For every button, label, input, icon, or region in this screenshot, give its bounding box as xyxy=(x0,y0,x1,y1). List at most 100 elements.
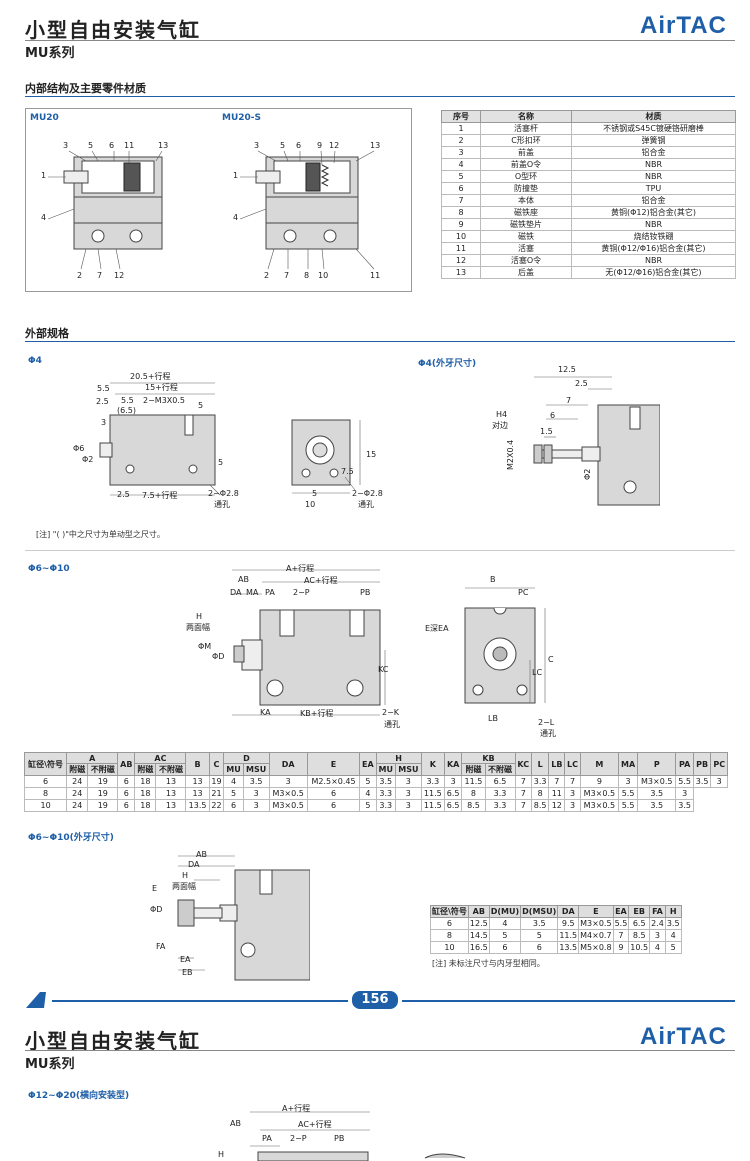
page-title: 小型自由安装气缸 xyxy=(25,18,201,42)
ext-header: EB xyxy=(628,905,651,918)
spec-subheader: MU xyxy=(375,763,396,776)
ext-cell: 10.5 xyxy=(628,941,651,954)
ext-cell: 16.5 xyxy=(467,941,490,954)
spec-header: E xyxy=(306,752,361,776)
materials-cell: 活塞O令 xyxy=(480,254,572,267)
balloon: 6 xyxy=(296,141,302,150)
dim-text: EA xyxy=(180,955,191,964)
dim-text: PB xyxy=(334,1134,345,1143)
internal-structure-panel: MU20 MU20-S xyxy=(25,108,412,292)
phi6-ext-drawing xyxy=(177,855,310,981)
spec-header: PA xyxy=(675,752,694,776)
dim-text: 2−K xyxy=(382,708,400,717)
dim-text: PC xyxy=(518,588,529,597)
spec-subheader: 不附磁 xyxy=(484,763,516,776)
phi4-label: Φ4 xyxy=(28,356,42,366)
dim-text: KB+行程 xyxy=(300,709,334,718)
spec-cell: 3 xyxy=(242,787,270,800)
spec-cell: 4 xyxy=(359,787,377,800)
dim-text: DA xyxy=(230,588,242,597)
dim-text: PA xyxy=(262,1134,272,1143)
dim-text: Φ2 xyxy=(82,455,94,464)
ext-cell: 10 xyxy=(430,941,469,954)
balloon: 11 xyxy=(124,141,135,150)
spec-cell: 18 xyxy=(134,775,157,788)
materials-cell: NBR xyxy=(571,218,736,231)
phi6-drawing xyxy=(232,569,546,716)
balloon: 12 xyxy=(114,271,125,280)
ext-header: 缸径\符号 xyxy=(430,905,469,918)
ext-cell: 9.5 xyxy=(557,917,580,930)
spec-cell: 3 xyxy=(394,787,422,800)
spec-cell: 13 xyxy=(155,799,187,812)
spec-cell: 3 xyxy=(443,775,463,788)
page-title-2: 小型自由安装气缸 xyxy=(25,1029,201,1053)
spec-cell: 6 xyxy=(23,775,68,788)
balloon: 9 xyxy=(317,141,323,150)
spec-cell: 6 xyxy=(306,799,361,812)
spec-cell: 12 xyxy=(548,799,566,812)
spec-header: P xyxy=(637,752,677,776)
dim-text: 5 xyxy=(218,458,224,467)
spec-subheader: 附磁 xyxy=(66,763,89,776)
spec-cell: 3.3 xyxy=(420,775,445,788)
spec-cell: 5 xyxy=(359,799,377,812)
spec-cell: 13 xyxy=(185,787,210,800)
dim-text: 15 xyxy=(366,450,377,459)
spec-cell: 6 xyxy=(117,787,136,800)
ext-cell: 6 xyxy=(430,917,469,930)
spec-header: H xyxy=(375,752,422,764)
balloon: 7 xyxy=(284,271,290,280)
dim-text: 通孔 xyxy=(384,720,400,729)
materials-cell: 3 xyxy=(441,146,481,159)
spec-subheader: 附磁 xyxy=(461,763,486,776)
spec-cell: 3 xyxy=(242,799,270,812)
materials-cell: 13 xyxy=(441,266,481,279)
materials-cell: O型环 xyxy=(480,170,572,183)
spec-cell: 3 xyxy=(268,775,308,788)
materials-cell: 铝合金 xyxy=(571,194,736,207)
series-name: MU系列 xyxy=(25,46,75,61)
spec-cell: 7 xyxy=(514,787,532,800)
ext-cell: M5×0.8 xyxy=(578,941,614,954)
spec-cell: 3.3 xyxy=(375,799,396,812)
materials-cell: TPU xyxy=(571,182,736,195)
balloon: 1 xyxy=(233,171,239,180)
materials-cell: 7 xyxy=(441,194,481,207)
phi6-label: Φ6~Φ10 xyxy=(28,564,70,574)
internal-structure-drawing xyxy=(47,150,375,270)
balloon: 8 xyxy=(304,271,310,280)
spec-cell: 13 xyxy=(155,787,187,800)
dim-text: H4 xyxy=(496,410,508,419)
dim-text: Φ6 xyxy=(73,444,85,453)
balloon: 10 xyxy=(318,271,329,280)
spec-cell: 3 xyxy=(675,787,694,800)
spec-cell: 13.5 xyxy=(185,799,210,812)
brand-logo: AirTAC xyxy=(640,12,727,39)
spec-cell: 11.5 xyxy=(420,787,445,800)
phi4-note: [注] "( )"中之尺寸为单动型之尺寸。 xyxy=(36,530,165,539)
spec-cell: 8.5 xyxy=(530,799,550,812)
balloon: 5 xyxy=(280,141,286,150)
dim-text: 7 xyxy=(566,396,572,405)
spec-cell: 11.5 xyxy=(461,775,486,788)
dim-text: 15+行程 xyxy=(145,383,178,392)
spec-table: 缸径\符号 A AB AC B C D DA E EA H K KA KB KC… xyxy=(23,752,728,812)
ext-cell: 6.5 xyxy=(628,917,651,930)
spec-header: AB xyxy=(117,752,136,776)
spec-cell: 3.5 xyxy=(637,799,677,812)
dim-text: Φ2 xyxy=(583,468,592,480)
balloon: 2 xyxy=(264,271,270,280)
spec-cell: M3×0.5 xyxy=(268,799,308,812)
balloon: 11 xyxy=(370,271,381,280)
materials-cell: NBR xyxy=(571,158,736,171)
